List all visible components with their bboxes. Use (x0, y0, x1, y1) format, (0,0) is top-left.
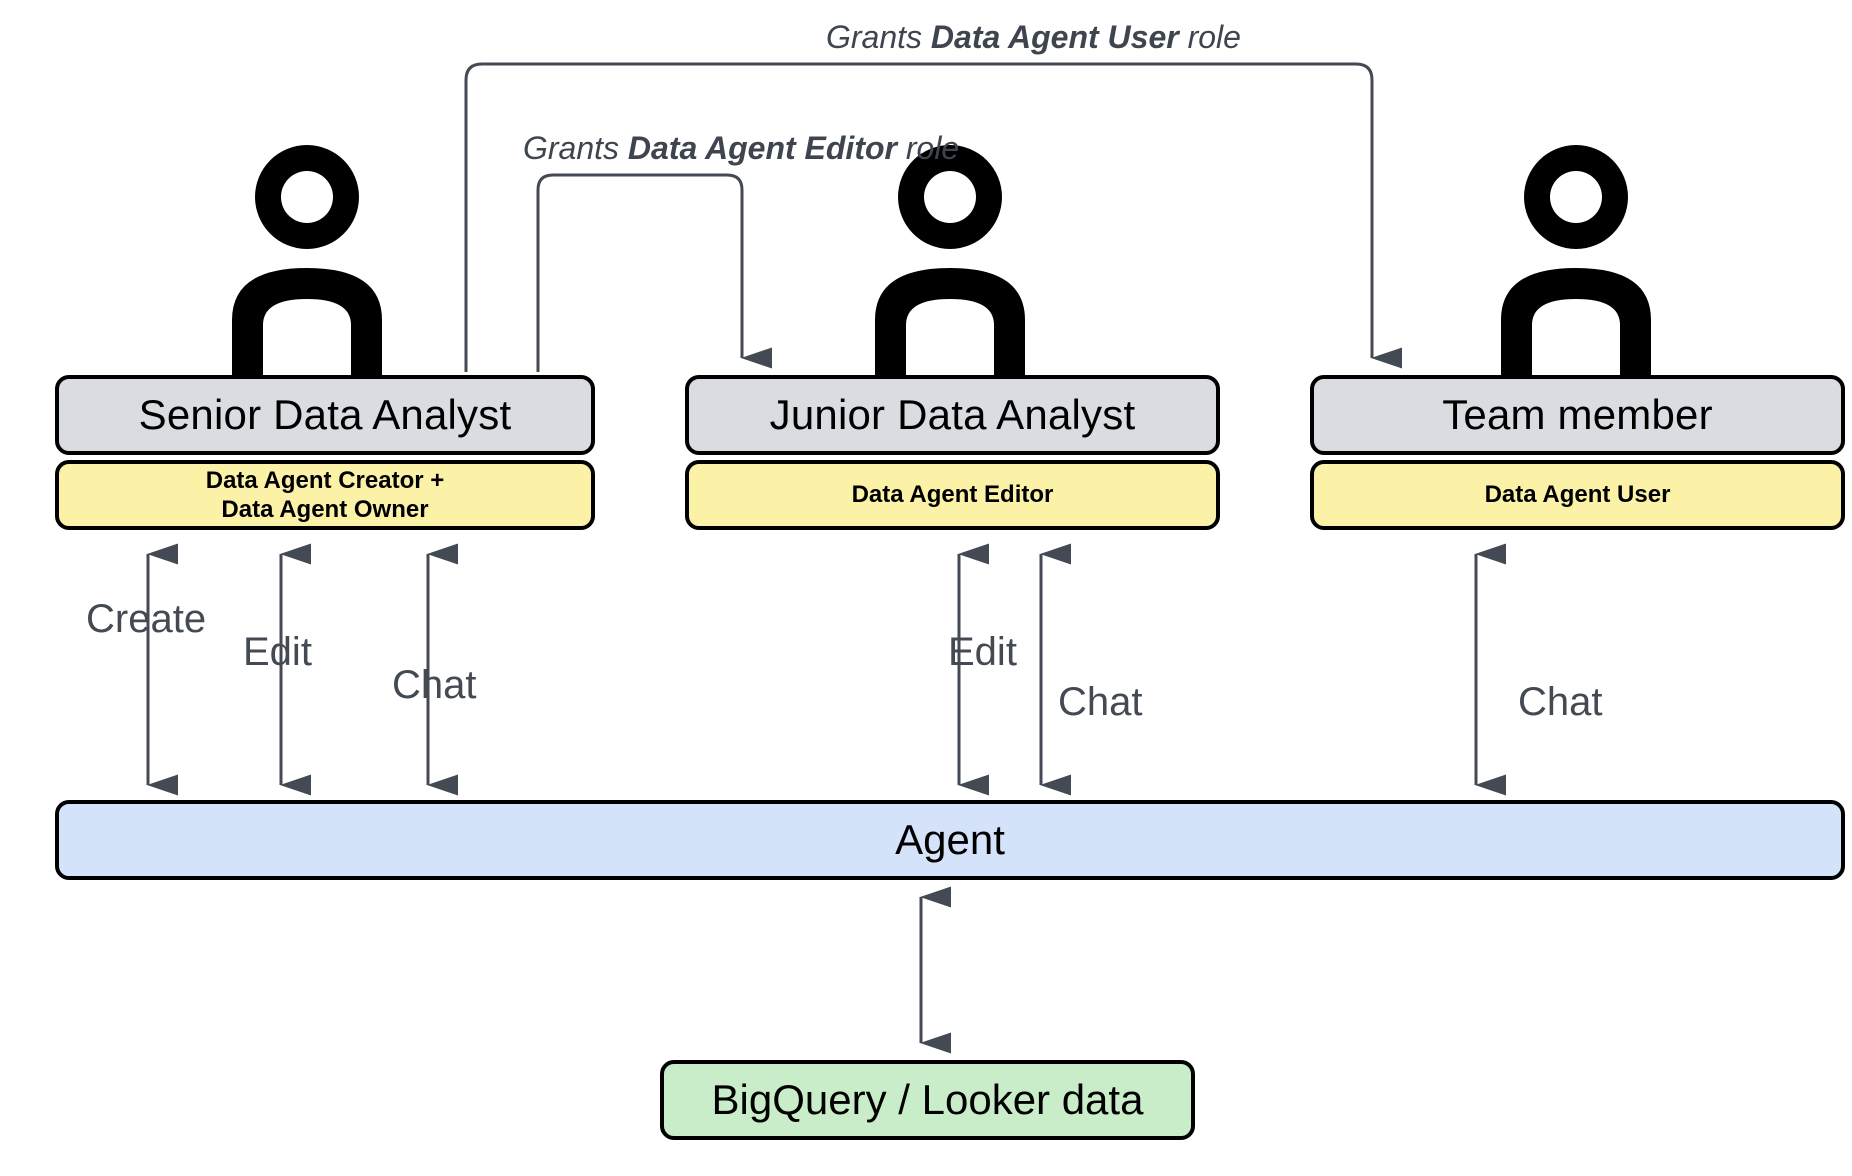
action-label-edit-junior: Edit (948, 630, 1017, 674)
agent-box[interactable]: Agent (55, 800, 1845, 880)
person-icon-junior-data-analyst (875, 145, 1025, 375)
action-label-edit-senior: Edit (243, 630, 312, 674)
person-icon-team-member (1501, 145, 1651, 375)
grant-label-data-agent-user: Grants Data Agent User role (826, 19, 1241, 56)
role-box-junior-data-analyst[interactable]: Junior Data Analyst (685, 375, 1220, 455)
permission-label: Data Agent Editor (851, 481, 1054, 509)
grant-connector-data-agent-user (464, 62, 1402, 372)
person-icon-senior-data-analyst (232, 145, 382, 375)
role-label: Senior Data Analyst (138, 391, 512, 438)
permission-box-senior-data-analyst[interactable]: Data Agent Creator + Data Agent Owner (55, 460, 595, 530)
agent-label: Agent (895, 816, 1005, 863)
action-label-chat-junior: Chat (1058, 680, 1143, 724)
permission-line-2: Data Agent Owner (221, 496, 429, 523)
role-label: Team member (1442, 391, 1713, 438)
action-label-chat-senior: Chat (392, 663, 477, 707)
permission-label: Data Agent User (1484, 481, 1671, 509)
grant-role-name: Data Agent User (930, 19, 1179, 55)
grant-prefix: Grants (826, 19, 931, 55)
grant-label-data-agent-editor: Grants Data Agent Editor role (523, 130, 959, 167)
permission-box-junior-data-analyst[interactable]: Data Agent Editor (685, 460, 1220, 530)
action-label-create: Create (86, 597, 207, 641)
grant-role-name: Data Agent Editor (627, 130, 897, 166)
grant-connector-data-agent-editor (536, 173, 772, 372)
permission-label: Data Agent Creator + Data Agent Owner (206, 466, 445, 525)
grant-prefix: Grants (523, 130, 628, 166)
permission-box-team-member[interactable]: Data Agent User (1310, 460, 1845, 530)
role-box-team-member[interactable]: Team member (1310, 375, 1845, 455)
role-label: Junior Data Analyst (769, 391, 1136, 438)
role-box-senior-data-analyst[interactable]: Senior Data Analyst (55, 375, 595, 455)
action-label-chat-team: Chat (1518, 680, 1603, 724)
datasource-box[interactable]: BigQuery / Looker data (660, 1060, 1195, 1140)
datasource-label: BigQuery / Looker data (711, 1076, 1144, 1123)
grant-suffix: role (896, 130, 960, 166)
grant-suffix: role (1178, 19, 1241, 55)
permission-line-1: Data Agent Creator + (205, 466, 445, 494)
